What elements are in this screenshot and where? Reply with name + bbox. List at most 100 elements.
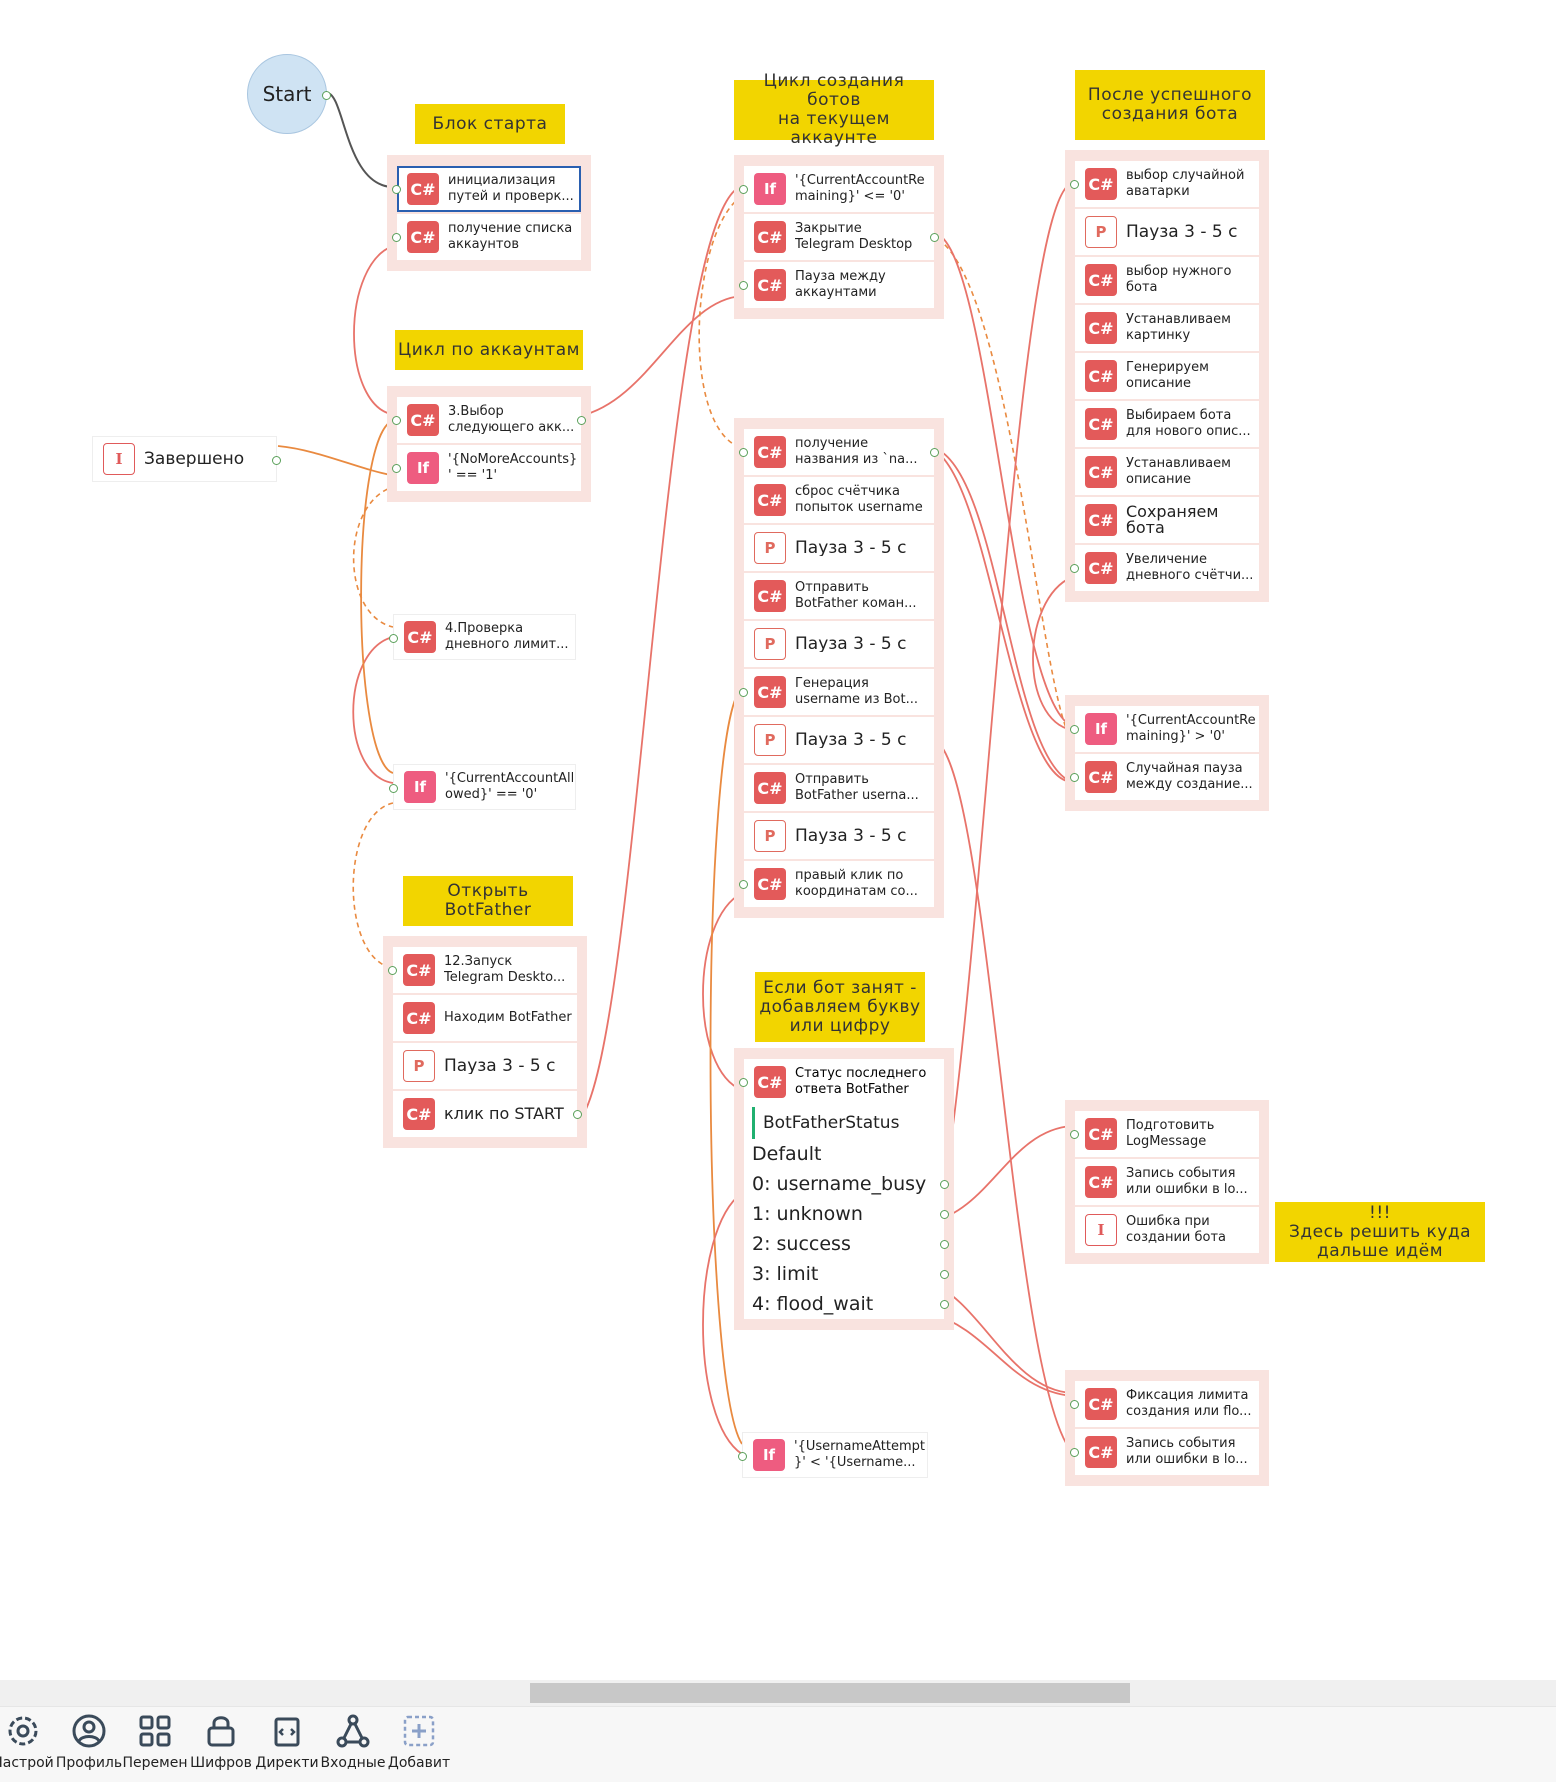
- start-node[interactable]: Start: [247, 54, 331, 134]
- toolbar-variables[interactable]: Перемен: [122, 1711, 188, 1779]
- node-select-bot[interactable]: C# выбор нужного бота: [1075, 257, 1259, 303]
- node-select-next[interactable]: C# 3.Выбор следующего акк...: [392, 397, 586, 443]
- node-reset-counter[interactable]: C# сброс счётчика попыток username: [744, 477, 934, 523]
- toolbar-directives[interactable]: Директи: [254, 1711, 320, 1779]
- input-port[interactable]: [389, 784, 398, 793]
- toolbar-profile[interactable]: Профиль: [56, 1711, 122, 1779]
- output-port[interactable]: [940, 1210, 949, 1219]
- input-port[interactable]: [739, 880, 748, 889]
- node-random-avatar[interactable]: C# выбор случайной аватарки: [1070, 161, 1259, 207]
- project-canvas[interactable]: Start Блок старта Цикл по аккаунтам Откр…: [0, 0, 1556, 1680]
- node-error-create[interactable]: I Ошибка при создании бота: [1075, 1207, 1259, 1253]
- input-port[interactable]: [1070, 1130, 1079, 1139]
- node-check-limit[interactable]: C# 4.Проверка дневного лимит...: [389, 614, 576, 660]
- scrollbar-thumb[interactable]: [530, 1683, 1130, 1703]
- input-port[interactable]: [738, 1452, 747, 1461]
- input-port[interactable]: [739, 688, 748, 697]
- node-random-pause[interactable]: C# Случайная пауза между создание...: [1070, 754, 1259, 800]
- output-port[interactable]: [577, 416, 586, 425]
- node-last-status[interactable]: C# Статус последнего ответа BotFather: [739, 1059, 944, 1105]
- switch-variable[interactable]: BotFatherStatus: [752, 1107, 944, 1139]
- node-fix-limit[interactable]: C# Фиксация лимита создания или flo...: [1070, 1381, 1259, 1427]
- switch-case-unknown[interactable]: 1: unknown: [744, 1199, 949, 1229]
- input-port[interactable]: [1070, 773, 1079, 782]
- switch-case-success[interactable]: 2: success: [744, 1229, 949, 1259]
- input-port[interactable]: [1070, 1448, 1079, 1457]
- output-port[interactable]: [930, 448, 939, 457]
- input-port[interactable]: [388, 966, 397, 975]
- node-send-username[interactable]: C# Отправить BotFather userna...: [744, 765, 934, 811]
- node-finished[interactable]: I Завершено: [92, 436, 281, 482]
- note-account-loop[interactable]: Цикл по аккаунтам: [395, 330, 583, 370]
- input-port[interactable]: [739, 1078, 748, 1087]
- node-find-botfather[interactable]: C# Находим BotFather: [393, 995, 577, 1041]
- node-get-name[interactable]: C# получение названия из `na...: [739, 429, 939, 475]
- note-after-success[interactable]: После успешного создания бота: [1075, 70, 1265, 140]
- output-port[interactable]: [930, 233, 939, 242]
- node-get-accounts[interactable]: C# получение списка аккаунтов: [392, 214, 581, 260]
- input-port[interactable]: [739, 448, 748, 457]
- group-start-block: C# инициализация путей и проверк... C# п…: [387, 155, 591, 271]
- toolbar-encryption[interactable]: Шифров: [188, 1711, 254, 1779]
- toolbar-add[interactable]: Добавит: [386, 1711, 452, 1779]
- output-port[interactable]: [940, 1270, 949, 1279]
- input-port[interactable]: [392, 416, 401, 425]
- output-port[interactable]: [940, 1300, 949, 1309]
- node-pause-a[interactable]: P Пауза 3 - 5 с: [393, 1043, 577, 1089]
- node-click-start[interactable]: C# клик по START: [393, 1091, 582, 1137]
- node-pause-d[interactable]: P Пауза 3 - 5 с: [744, 717, 934, 763]
- node-if-attempt[interactable]: If '{UsernameAttempt }' < '{Username...: [738, 1432, 928, 1478]
- output-port[interactable]: [573, 1110, 582, 1119]
- input-port[interactable]: [1070, 1400, 1079, 1409]
- switch-case-busy[interactable]: 0: username_busy: [744, 1169, 949, 1199]
- toolbar-inputs[interactable]: Входные: [320, 1711, 386, 1779]
- input-port[interactable]: [392, 233, 401, 242]
- horizontal-scrollbar[interactable]: [0, 1680, 1556, 1706]
- node-launch-tg[interactable]: C# 12.Запуск Telegram Deskto...: [388, 947, 577, 993]
- note-decide-next[interactable]: !!! Здесь решить куда дальше идём: [1275, 1202, 1485, 1262]
- toolbar-settings[interactable]: Настрой: [0, 1711, 56, 1779]
- note-open-botfather[interactable]: Открыть BotFather: [403, 876, 573, 926]
- node-send-cmd[interactable]: C# Отправить BotFather коман...: [744, 573, 934, 619]
- input-port[interactable]: [1070, 564, 1079, 573]
- node-if-allowed[interactable]: If '{CurrentAccountAll owed}' == '0': [389, 764, 576, 810]
- node-if-remaining[interactable]: If '{CurrentAccountRe maining}' <= '0': [739, 166, 934, 212]
- node-pause-f[interactable]: P Пауза 3 - 5 с: [1075, 209, 1259, 255]
- input-port[interactable]: [392, 185, 401, 194]
- note-start-block[interactable]: Блок старта: [415, 104, 565, 144]
- node-set-desc[interactable]: C# Устанавливаем описание: [1075, 449, 1259, 495]
- node-pause-c[interactable]: P Пауза 3 - 5 с: [744, 621, 934, 667]
- node-set-picture[interactable]: C# Устанавливаем картинку: [1075, 305, 1259, 351]
- node-pause-between[interactable]: C# Пауза между аккаунтами: [739, 262, 934, 308]
- input-port[interactable]: [739, 281, 748, 290]
- node-gen-username[interactable]: C# Генерация username из Bot...: [739, 669, 934, 715]
- node-right-click[interactable]: C# правый клик по координатам со...: [739, 861, 934, 907]
- note-bots-loop[interactable]: Цикл создания ботов на текущем аккаунте: [734, 72, 934, 148]
- node-pause-b[interactable]: P Пауза 3 - 5 с: [744, 525, 934, 571]
- node-close-tg[interactable]: C# Закрытие Telegram Desktop: [744, 214, 939, 260]
- input-port[interactable]: [1070, 725, 1079, 734]
- input-port[interactable]: [739, 185, 748, 194]
- node-if-remaining-pos[interactable]: If '{CurrentAccountRe maining}' > '0': [1070, 706, 1259, 752]
- start-output-port[interactable]: [322, 91, 331, 100]
- node-write-event-b[interactable]: C# Запись события или ошибки в lo...: [1070, 1429, 1259, 1475]
- switch-case-default[interactable]: Default: [752, 1143, 822, 1165]
- node-prep-log[interactable]: C# Подготовить LogMessage: [1070, 1111, 1259, 1157]
- node-write-event-a[interactable]: C# Запись события или ошибки в lo...: [1075, 1159, 1259, 1205]
- node-inc-counter[interactable]: C# Увеличение дневного счётчи...: [1070, 545, 1259, 591]
- input-port[interactable]: [392, 464, 401, 473]
- input-port[interactable]: [1070, 180, 1079, 189]
- note-bot-busy[interactable]: Если бот занят - добавляем букву или циф…: [755, 972, 925, 1042]
- node-pause-e[interactable]: P Пауза 3 - 5 с: [744, 813, 934, 859]
- node-save-bot[interactable]: C# Сохраняем бота: [1075, 497, 1259, 543]
- switch-case-limit[interactable]: 3: limit: [744, 1259, 949, 1289]
- output-port[interactable]: [272, 456, 281, 465]
- node-choose-bot-desc[interactable]: C# Выбираем бота для нового опис...: [1075, 401, 1259, 447]
- node-gen-desc[interactable]: C# Генерируем описание: [1075, 353, 1259, 399]
- output-port[interactable]: [940, 1240, 949, 1249]
- output-port[interactable]: [940, 1180, 949, 1189]
- input-port[interactable]: [389, 634, 398, 643]
- node-init-paths[interactable]: C# инициализация путей и проверк...: [392, 166, 581, 212]
- node-if-no-more[interactable]: If '{NoMoreAccounts} ' == '1': [392, 445, 581, 491]
- switch-case-flood[interactable]: 4: flood_wait: [744, 1289, 949, 1319]
